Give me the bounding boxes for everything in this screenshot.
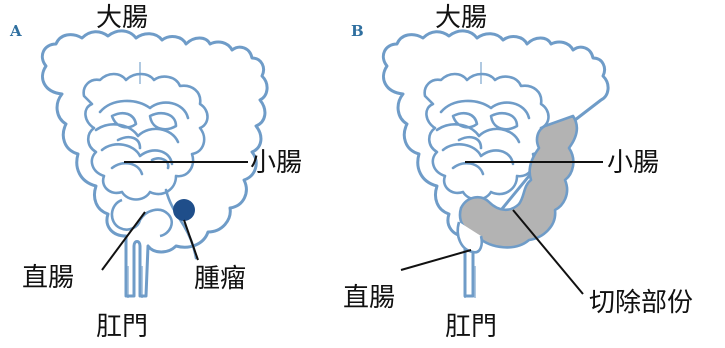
label-small-intestine: 小腸: [250, 150, 302, 176]
label-small-intestine: 小腸: [607, 150, 659, 176]
label-resected-part: 切除部份: [589, 290, 693, 316]
panel-marker: B: [351, 22, 364, 40]
label-large-intestine: 大腸: [96, 5, 148, 31]
label-rectum: 直腸: [22, 265, 74, 291]
intestine-diagram-a: [0, 0, 362, 348]
leader-rectum: [401, 250, 471, 270]
label-anus: 肛門: [96, 314, 148, 340]
label-rectum: 直腸: [343, 285, 395, 311]
panel-marker: A: [10, 22, 22, 40]
label-large-intestine: 大腸: [435, 5, 487, 31]
tumor-dot: [173, 199, 195, 221]
label-anus: 肛門: [445, 314, 497, 340]
label-tumor: 腫瘤: [194, 266, 246, 292]
panel-b: B 大腸 小腸 直腸 切除部份 肛門: [363, 0, 725, 348]
panel-a: A 大腸 小腸 直腸 腫瘤 肛門: [0, 0, 362, 348]
